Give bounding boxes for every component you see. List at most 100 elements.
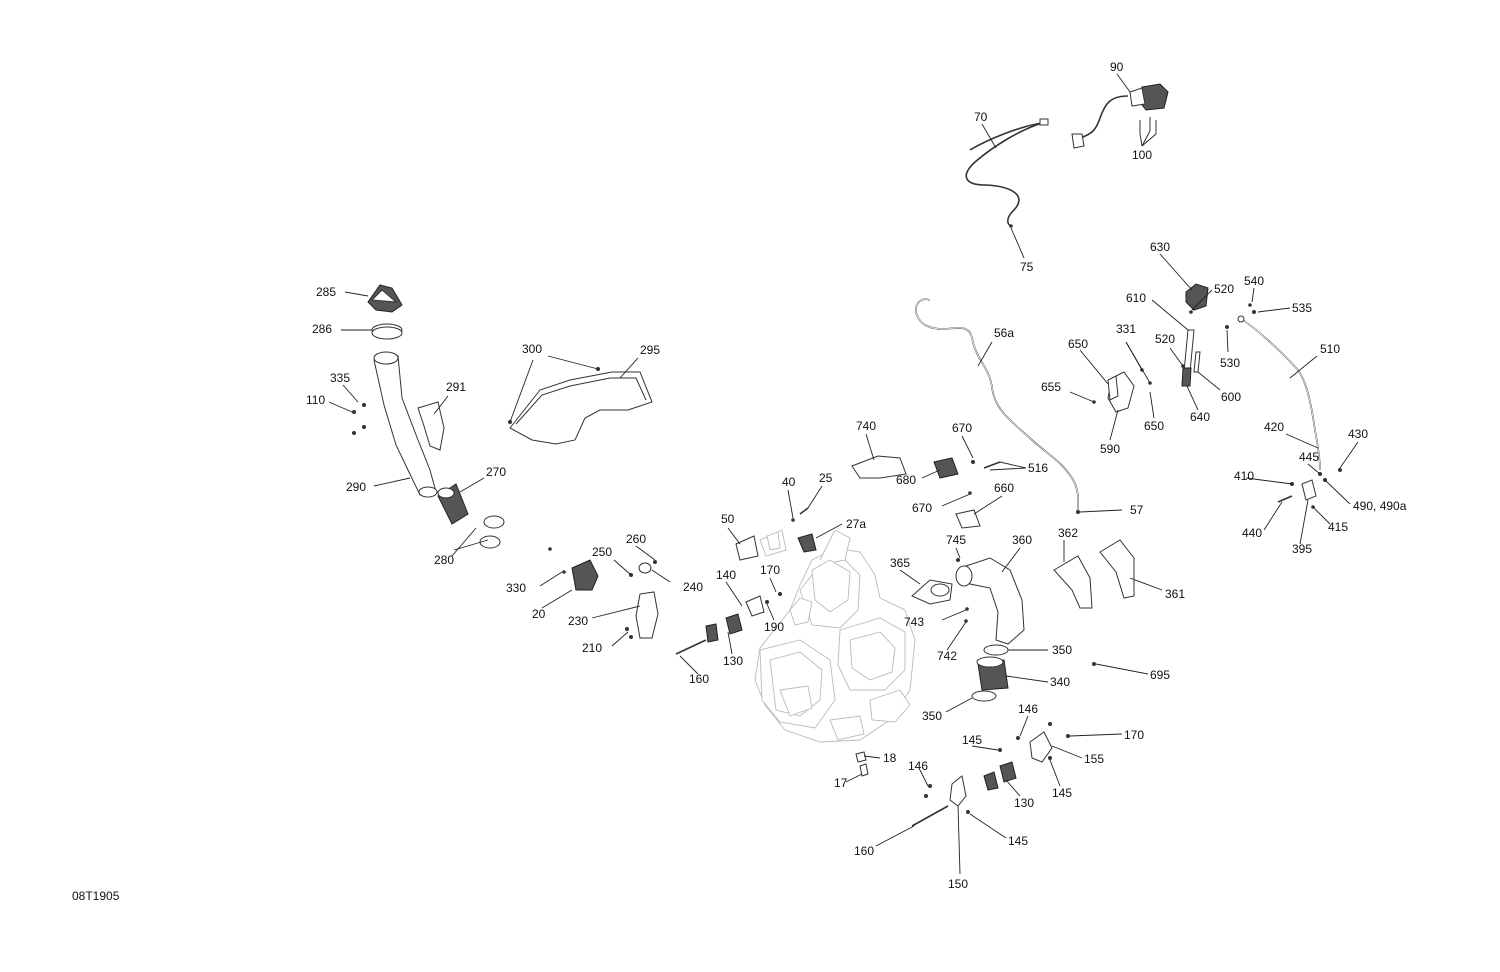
callout-250: 250 bbox=[592, 545, 612, 559]
callout-630: 630 bbox=[1150, 240, 1170, 254]
callout-150: 150 bbox=[948, 877, 968, 891]
part-360-exhaust bbox=[911, 557, 1025, 645]
callout-516: 516 bbox=[1028, 461, 1048, 475]
callout-350: 350 bbox=[922, 709, 942, 723]
callout-labels: 90 70 100 75 630 520 540 610 535 285 331… bbox=[306, 60, 1407, 891]
callout-160: 160 bbox=[689, 672, 709, 686]
callout-291: 291 bbox=[446, 380, 466, 394]
part-285-cap bbox=[367, 284, 403, 313]
part-680-bracket bbox=[933, 457, 1001, 529]
callout-520: 520 bbox=[1214, 282, 1234, 296]
callout-335: 335 bbox=[330, 371, 350, 385]
part-291-flap bbox=[417, 401, 445, 451]
callout-17: 17 bbox=[834, 776, 848, 790]
callout-145: 145 bbox=[1052, 786, 1072, 800]
callout-170: 170 bbox=[1124, 728, 1144, 742]
part-90-switch-assembly bbox=[1071, 83, 1169, 149]
callout-260: 260 bbox=[626, 532, 646, 546]
callout-430: 430 bbox=[1348, 427, 1368, 441]
part-362-heat-shield bbox=[1053, 539, 1135, 609]
callout-440: 440 bbox=[1242, 526, 1262, 540]
callout-90: 90 bbox=[1110, 60, 1124, 74]
part-100-screws bbox=[1139, 117, 1157, 134]
callout-240: 240 bbox=[683, 580, 703, 594]
callout-360: 360 bbox=[1012, 533, 1032, 547]
callout-295: 295 bbox=[640, 343, 660, 357]
part-240-bushing bbox=[629, 560, 657, 577]
callout-285: 285 bbox=[316, 285, 336, 299]
part-280-clamps bbox=[479, 515, 505, 549]
part-340-muffler bbox=[971, 644, 1096, 702]
callout-145: 145 bbox=[962, 733, 982, 747]
callout-170: 170 bbox=[760, 563, 780, 577]
callout-365: 365 bbox=[890, 556, 910, 570]
callout-695: 695 bbox=[1150, 668, 1170, 682]
callout-230: 230 bbox=[568, 614, 588, 628]
callout-743: 743 bbox=[904, 615, 924, 629]
part-misc-fasteners bbox=[1009, 224, 1256, 514]
callout-25: 25 bbox=[819, 471, 833, 485]
part-295-cover bbox=[509, 371, 653, 445]
callout-745: 745 bbox=[946, 533, 966, 547]
callout-56a: 56a bbox=[994, 326, 1014, 340]
part-56a-cable bbox=[915, 298, 1080, 511]
callout-20: 20 bbox=[532, 607, 546, 621]
callout-590: 590 bbox=[1100, 442, 1120, 456]
part-210-bolts bbox=[625, 627, 633, 639]
callout-535: 535 bbox=[1292, 301, 1312, 315]
callout-361: 361 bbox=[1165, 587, 1185, 601]
callout-362: 362 bbox=[1058, 526, 1078, 540]
callout-155: 155 bbox=[1084, 752, 1104, 766]
part-740-bracket bbox=[851, 455, 907, 479]
part-510-rod bbox=[1237, 315, 1321, 471]
callout-70: 70 bbox=[974, 110, 988, 124]
part-70-cable bbox=[965, 118, 1049, 227]
callout-146: 146 bbox=[1018, 702, 1038, 716]
callout-100: 100 bbox=[1132, 148, 1152, 162]
callout-160: 160 bbox=[854, 844, 874, 858]
callout-530: 530 bbox=[1220, 356, 1240, 370]
part-50-plate bbox=[735, 535, 759, 561]
callout-520: 520 bbox=[1155, 332, 1175, 346]
callout-290: 290 bbox=[346, 480, 366, 494]
callout-740: 740 bbox=[856, 419, 876, 433]
callout-190: 190 bbox=[764, 620, 784, 634]
callout-340: 340 bbox=[1050, 675, 1070, 689]
part-270-boot bbox=[437, 483, 469, 525]
diagram-reference-code: 08T1905 bbox=[72, 889, 120, 903]
callout-130: 130 bbox=[723, 654, 743, 668]
callout-650: 650 bbox=[1144, 419, 1164, 433]
part-25-bolt bbox=[791, 507, 817, 553]
part-drawings bbox=[352, 83, 1342, 827]
callout-331: 331 bbox=[1116, 322, 1136, 336]
callout-110: 110 bbox=[306, 393, 325, 407]
callout-130: 130 bbox=[1014, 796, 1034, 810]
callout-18: 18 bbox=[883, 751, 897, 765]
part-110-screws bbox=[352, 403, 366, 435]
leader-lines bbox=[328, 73, 1359, 875]
callout-610: 610 bbox=[1126, 291, 1146, 305]
callout-210: 210 bbox=[582, 641, 602, 655]
callout-600: 600 bbox=[1221, 390, 1241, 404]
part-286-ring bbox=[371, 323, 403, 340]
callout-655: 655 bbox=[1041, 380, 1061, 394]
callout-660: 660 bbox=[994, 481, 1014, 495]
callout-27a: 27a bbox=[846, 517, 866, 531]
callout-395: 395 bbox=[1292, 542, 1312, 556]
part-155-mount bbox=[983, 722, 1070, 791]
callout-280: 280 bbox=[434, 553, 454, 567]
callout-330: 330 bbox=[506, 581, 526, 595]
callout-410: 410 bbox=[1234, 469, 1254, 483]
callout-490-490a: 490, 490a bbox=[1353, 499, 1407, 513]
callout-650: 650 bbox=[1068, 337, 1088, 351]
callout-286: 286 bbox=[312, 322, 332, 336]
callout-742: 742 bbox=[937, 649, 957, 663]
callout-680: 680 bbox=[896, 473, 916, 487]
callout-670: 670 bbox=[912, 501, 932, 515]
callout-350: 350 bbox=[1052, 643, 1072, 657]
callout-540: 540 bbox=[1244, 274, 1264, 288]
callout-640: 640 bbox=[1190, 410, 1210, 424]
callout-510: 510 bbox=[1320, 342, 1340, 356]
callout-50: 50 bbox=[721, 512, 735, 526]
